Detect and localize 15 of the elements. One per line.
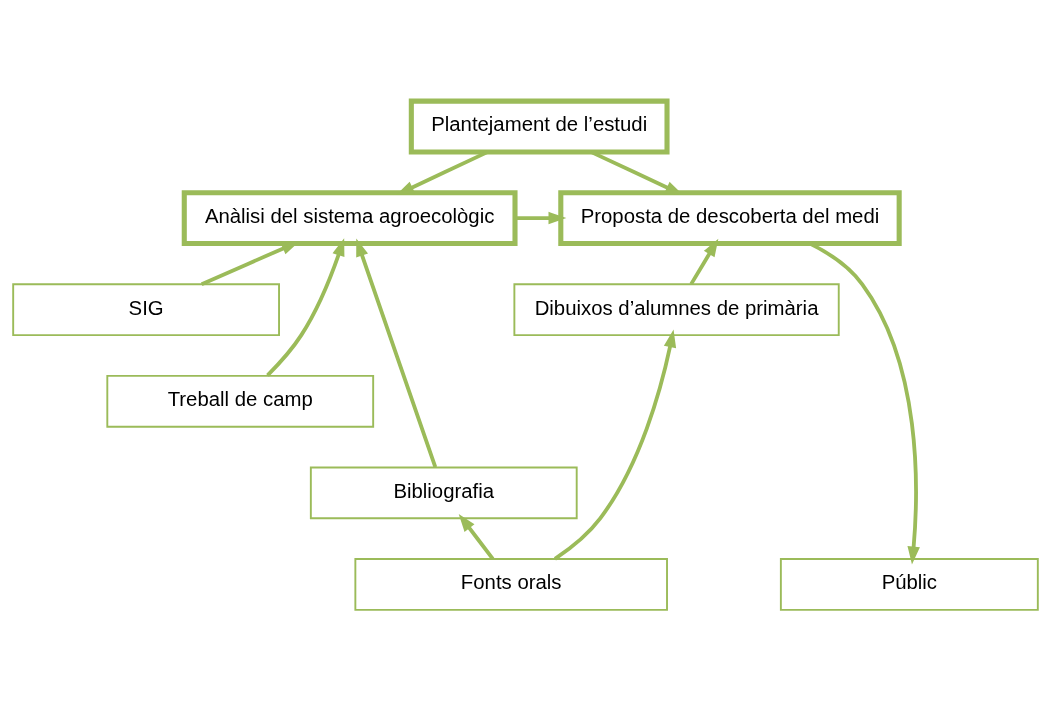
arrow: [458, 513, 495, 561]
arrow: [266, 238, 345, 377]
node-box: Anàlisi del sistema agroecològic: [181, 190, 518, 247]
arrow: [689, 238, 719, 286]
arrow: [356, 238, 438, 468]
node-box: Públic: [779, 558, 1039, 611]
node-box: Treball de camp: [106, 374, 375, 428]
arrow: [553, 329, 677, 561]
node-box: Fonts orals: [354, 558, 668, 611]
node-box: Dibuixos d’alumnes de primària: [513, 283, 840, 337]
node-box: Bibliografia: [309, 466, 578, 520]
node-box: Proposta de descoberta del medi: [558, 190, 902, 247]
node-box: SIG: [12, 283, 280, 337]
arrow: [515, 211, 567, 225]
node-box: Plantejament de l’estudi: [408, 98, 670, 155]
